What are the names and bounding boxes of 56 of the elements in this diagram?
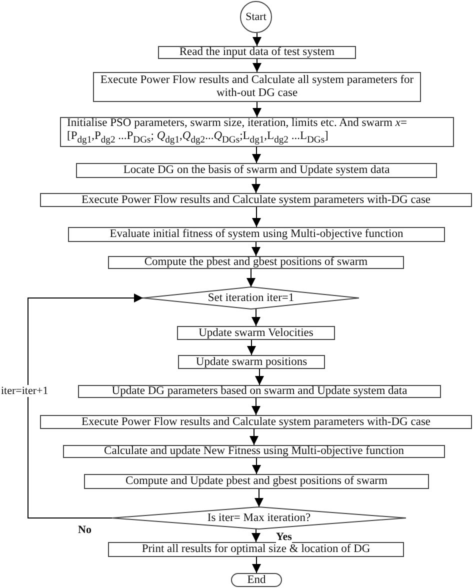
branch-label: No bbox=[78, 524, 92, 536]
process-box bbox=[40, 193, 472, 207]
arrow bbox=[28, 294, 144, 518]
step-text: Is iter= Max iteration? bbox=[207, 512, 311, 524]
edge-label: Yes bbox=[276, 531, 292, 543]
process-box bbox=[40, 415, 472, 429]
process-box bbox=[108, 256, 404, 269]
step-text: Print all results for optimal size & location of DG bbox=[142, 543, 370, 556]
step-text: Update swarm Velocities bbox=[198, 326, 314, 340]
process-box bbox=[158, 46, 356, 59]
step-text: Set iteration iter=1 bbox=[208, 292, 294, 304]
step-text: Execute Power Flow results and Calculate system parameters with-DG case bbox=[81, 416, 431, 428]
arrow bbox=[255, 368, 264, 386]
step-text: Compute the pbest and gbest positions of swarm bbox=[144, 256, 368, 269]
arrow bbox=[252, 528, 260, 542]
process-box bbox=[76, 163, 437, 178]
arrow bbox=[254, 488, 264, 508]
step-text: Execute Power Flow results and Calculate system parameters with-DG case bbox=[81, 194, 431, 206]
process-box bbox=[93, 72, 421, 102]
arrow bbox=[250, 428, 258, 446]
step-text: Execute Power Flow results and Calculate all system parameters for with-out DG case bbox=[99, 74, 415, 100]
arrow bbox=[252, 206, 261, 228]
arrow bbox=[252, 146, 261, 164]
arrow bbox=[252, 398, 260, 416]
arrow bbox=[252, 58, 262, 72]
arrow bbox=[252, 458, 261, 474]
process-box bbox=[78, 385, 441, 398]
arrow bbox=[252, 102, 262, 118]
arrow bbox=[252, 32, 262, 46]
step-text: Read the input data of test system bbox=[179, 46, 335, 59]
step-text: End bbox=[247, 574, 266, 586]
process-box bbox=[177, 326, 335, 340]
edge-label: iter=iter+1 bbox=[1, 385, 48, 397]
process-box bbox=[63, 445, 445, 458]
process-box bbox=[68, 227, 445, 242]
step-text: Update DG parameters based on swarm and Update system data bbox=[112, 385, 408, 398]
arrow bbox=[252, 556, 261, 574]
process-box bbox=[108, 542, 404, 557]
decision-diamond bbox=[112, 507, 406, 529]
process-box bbox=[84, 474, 429, 489]
start-circle bbox=[240, 1, 272, 33]
step-text: Update swarm positions bbox=[196, 356, 308, 368]
process-box bbox=[178, 355, 325, 369]
arrow bbox=[247, 340, 256, 356]
step-text: Calculate and update New Fitness using Multi-objective function bbox=[104, 445, 404, 458]
arrow bbox=[252, 242, 260, 256]
arrow bbox=[252, 308, 260, 326]
step-text: Evaluate initial fitness of system using Multi-objective function bbox=[110, 228, 404, 241]
arrow bbox=[252, 178, 260, 194]
step-text: Initialise PSO parameters, swarm size, iteration, limits etc. And swarm x=[P$_{dg1}$,P$_{dg2}$ ...P$_{DGs}$; Q$_{dg1}$,Q$_{dg2}$...Q$_{DGs}$;L$_{dg1}$,L$_{dg2}$ ...L$_{DGs}$] bbox=[66, 117, 408, 147]
end-terminal bbox=[231, 573, 282, 587]
decision-diamond bbox=[143, 287, 359, 309]
step-text: Locate DG on the basis of swarm and Update system data bbox=[123, 164, 390, 177]
arrow bbox=[246, 268, 256, 288]
step-text: Compute and Update pbest and gbest positions of swarm bbox=[126, 475, 388, 488]
step-text: Start bbox=[246, 10, 266, 24]
